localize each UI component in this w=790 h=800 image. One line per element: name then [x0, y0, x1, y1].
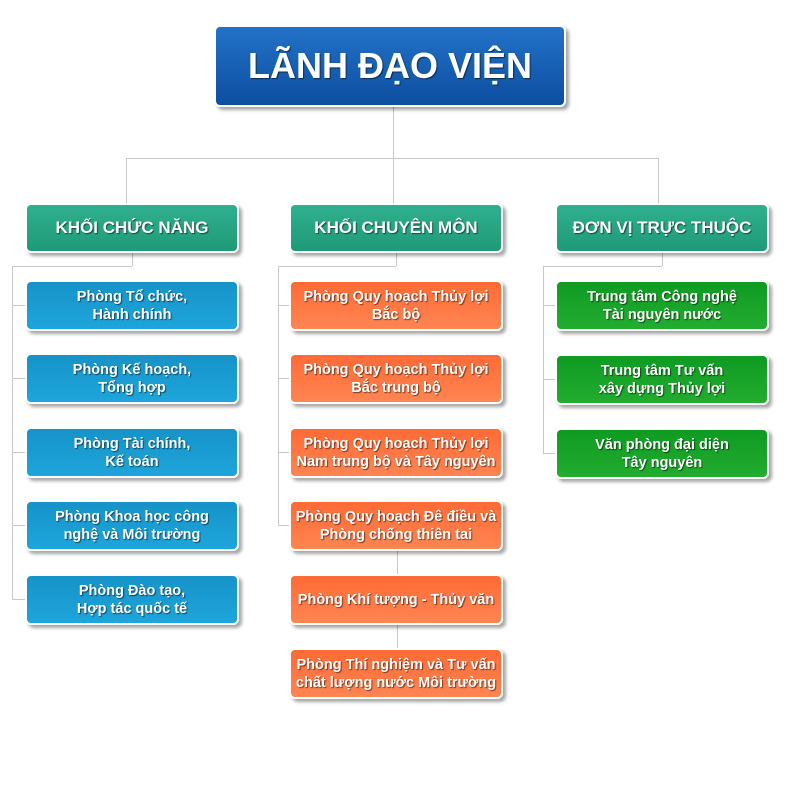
connector — [396, 253, 397, 266]
connector — [12, 599, 25, 600]
connector — [393, 107, 394, 158]
connector — [543, 379, 555, 380]
connector — [12, 378, 25, 379]
connector — [543, 266, 544, 453]
unit-box[interactable]: Văn phòng đại diện Tây nguyên — [555, 428, 769, 479]
connector — [543, 266, 662, 267]
unit-box[interactable]: Phòng Quy hoạch Thủy lợi Bắc trung bộ — [289, 353, 503, 404]
group-header[interactable]: KHỐI CHỨC NĂNG — [25, 203, 239, 253]
connector — [278, 266, 279, 525]
group-header[interactable]: KHỐI CHUYÊN MÔN — [289, 203, 503, 253]
connector — [12, 266, 132, 267]
unit-box[interactable]: Phòng Khoa học công nghệ và Môi trường — [25, 500, 239, 551]
unit-box[interactable]: Trung tâm Tư vấn xây dựng Thủy lợi — [555, 354, 769, 405]
connector — [132, 253, 133, 266]
connector — [397, 551, 398, 575]
unit-box[interactable]: Phòng Quy hoạch Đê điều và Phòng chống t… — [289, 500, 503, 551]
leadership-box[interactable]: LÃNH ĐẠO VIỆN — [214, 25, 566, 107]
connector — [278, 378, 289, 379]
unit-box[interactable]: Phòng Tài chính, Kế toán — [25, 427, 239, 478]
connector — [393, 158, 394, 203]
unit-box[interactable]: Phòng Thí nghiệm và Tư vấn chất lượng nư… — [289, 648, 503, 699]
connector — [12, 525, 25, 526]
connector — [12, 452, 25, 453]
unit-box[interactable]: Phòng Quy hoạch Thủy lợi Nam trung bộ và… — [289, 427, 503, 478]
unit-box[interactable]: Phòng Khí tượng - Thủy văn — [289, 574, 503, 625]
unit-box[interactable]: Phòng Tổ chức, Hành chính — [25, 280, 239, 331]
unit-box[interactable]: Trung tâm Công nghệ Tài nguyên nước — [555, 280, 769, 331]
unit-box[interactable]: Phòng Đào tạo, Hợp tác quốc tế — [25, 574, 239, 625]
connector — [278, 452, 289, 453]
connector — [12, 305, 25, 306]
connector — [658, 158, 659, 203]
group-header[interactable]: ĐƠN VỊ TRỰC THUỘC — [555, 203, 769, 253]
connector — [543, 305, 555, 306]
connector — [543, 453, 555, 454]
connector — [126, 158, 659, 159]
connector — [126, 158, 127, 203]
unit-box[interactable]: Phòng Kế hoạch, Tổng hợp — [25, 353, 239, 404]
connector — [662, 253, 663, 266]
connector — [278, 525, 289, 526]
connector — [278, 266, 396, 267]
connector — [278, 305, 289, 306]
unit-box[interactable]: Phòng Quy hoạch Thủy lợi Bắc bộ — [289, 280, 503, 331]
connector — [12, 266, 13, 599]
connector — [397, 625, 398, 649]
